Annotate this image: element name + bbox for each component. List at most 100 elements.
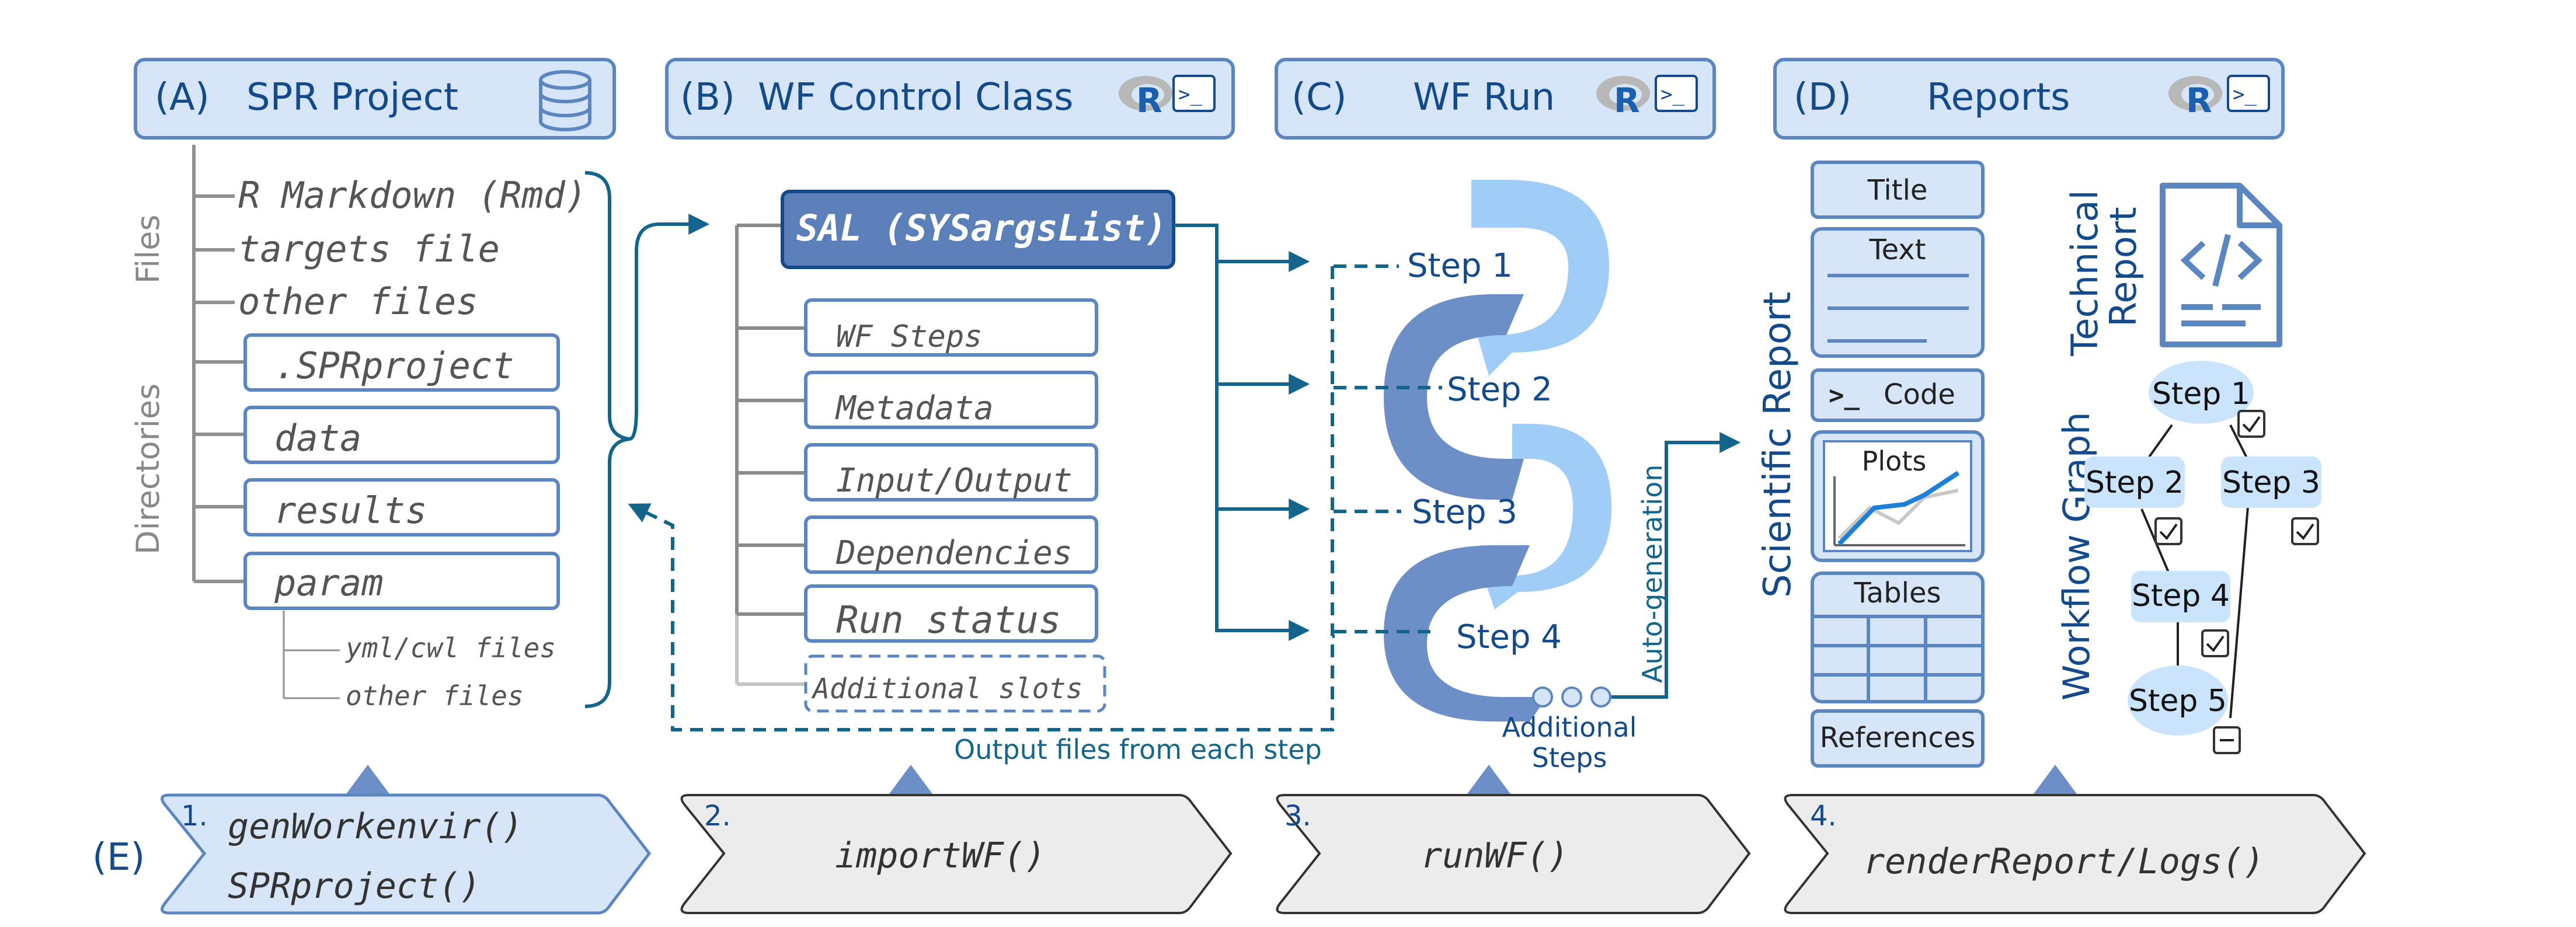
code-document-icon (2160, 183, 2282, 347)
function-step-3[interactable]: 3. runWF() (1276, 794, 1751, 914)
plot-line-blue (1837, 471, 1960, 546)
wf-run-steps: Step 1 Step 2 Step 3 Step 4 Additional S… (1334, 180, 1741, 773)
sci-block-plots: Plots (1862, 445, 1927, 477)
directory-item: results (274, 489, 427, 532)
svg-text:R: R (2186, 81, 2212, 120)
directories-label: Directories (130, 384, 166, 555)
wf-control-tree: SAL (SYSargsList) WF Steps Metadata Inpu… (735, 190, 1175, 713)
additional-steps-dots (1532, 686, 1611, 708)
graph-node (2221, 456, 2321, 508)
graph-node-label: Step 1 (2152, 377, 2250, 412)
pointer-triangle (1465, 765, 1512, 796)
table-grid (1812, 615, 1983, 702)
graph-node-label: Step 4 (2132, 578, 2230, 614)
directory-item: param (274, 562, 384, 604)
file-item: other files (238, 280, 478, 323)
step-shape-light (1483, 424, 1611, 609)
param-sub-item: other files (346, 680, 524, 712)
function-step-1[interactable]: 1. genWorkenvir() SPRproject() (161, 793, 652, 915)
function-name: renderReport/Logs() (1864, 841, 2264, 882)
scientific-report-label: Scientific Report (1756, 292, 1799, 598)
sci-block-tables: Tables (1853, 577, 1941, 609)
r-logo-icon: R (1119, 76, 1172, 120)
step-label: Step 2 (1447, 371, 1552, 409)
graph-node-label: Step 3 (2222, 465, 2320, 500)
database-icon (539, 70, 591, 131)
function-step-number: 2. (704, 800, 731, 832)
checkbox-checked-icon (2154, 517, 2182, 545)
plot-line-gray (1837, 489, 1959, 540)
pointer-triangle (2032, 765, 2079, 796)
file-item: targets file (238, 228, 500, 270)
header-b-title: WF Control Class (758, 76, 1074, 119)
workflow-graph: Workflow Graph Step 1 Step 2 Step 3 Step… (2055, 361, 2321, 754)
graph-node (2131, 571, 2230, 622)
sal-slot: Run status (836, 599, 1061, 642)
sci-block-references: References (1820, 722, 1976, 754)
header-spr-project: (A) SPR Project (134, 58, 616, 140)
technical-report-label: Technical (2063, 190, 2106, 357)
function-name: genWorkenvir() (228, 806, 523, 847)
r-logo-icon: R (1596, 76, 1650, 120)
output-files-feedback-arrow (632, 266, 1335, 731)
auto-generation-label: Auto-generation (1637, 465, 1668, 683)
function-row-label: (E) (92, 836, 145, 879)
sal-box (781, 190, 1175, 269)
graph-node (2149, 361, 2254, 424)
function-name: runWF() (1421, 835, 1569, 876)
file-item: R Markdown (Rmd) (238, 174, 587, 217)
header-c-title: WF Run (1413, 76, 1555, 119)
project-brace (584, 171, 630, 708)
sal-label: SAL (SYSargsList) (796, 207, 1167, 249)
additional-steps-label: Steps (1532, 742, 1607, 773)
checkbox-pending-icon (2213, 726, 2241, 754)
terminal-icon: >_ (2227, 75, 2270, 112)
step-label: Step 4 (1456, 618, 1562, 656)
graph-node (2084, 456, 2185, 508)
sal-to-steps-arrows (1174, 224, 1310, 641)
files-label: Files (130, 215, 166, 284)
function-step-number: 1. (181, 800, 208, 832)
directory-item: .SPRproject (274, 344, 514, 387)
header-wf-control-class: (B) WF Control Class R >_ (665, 58, 1235, 140)
sci-block-title: Title (1867, 174, 1928, 207)
header-d-prefix: (D) (1794, 76, 1851, 119)
directory-item: data (274, 417, 361, 459)
graph-node-label: Step 5 (2129, 684, 2227, 719)
step-shape-dark (1384, 545, 1547, 722)
graph-node (2128, 665, 2228, 736)
sal-slot: WF Steps (836, 319, 982, 354)
step-shape-light (1471, 180, 1609, 376)
checkbox-checked-icon (2201, 629, 2229, 657)
sal-slot: Input/Output (836, 462, 1073, 500)
output-files-label: Output files from each step (954, 734, 1322, 765)
checkbox-checked-icon (2237, 410, 2265, 438)
header-wf-run: (C) WF Run R >_ (1275, 58, 1716, 140)
header-b-prefix: (B) (680, 76, 735, 119)
terminal-icon: >_ (1655, 75, 1698, 112)
step-shape-dark (1384, 294, 1524, 500)
function-step-4[interactable]: 4. renderReport/Logs() (1784, 794, 2366, 914)
svg-text:>_: >_ (2233, 83, 2257, 106)
spr-project-tree: Files Directories R Markdown (Rmd) targe… (130, 145, 630, 712)
param-sub-item: yml/cwl files (345, 632, 556, 664)
header-d-title: Reports (1927, 76, 2070, 119)
header-reports: (D) Reports R >_ (1773, 58, 2285, 140)
step-label: Step 3 (1412, 493, 1517, 531)
technical-report-label: Report (2102, 207, 2145, 327)
function-row: (E) 1. genWorkenvir() SPRproject() 2. im… (92, 765, 2366, 915)
sal-slot: Dependencies (836, 534, 1073, 572)
function-step-number: 4. (1810, 800, 1837, 832)
step-label: Step 1 (1407, 247, 1513, 285)
sal-slot: Metadata (835, 389, 994, 427)
terminal-icon: >_ (1172, 75, 1216, 112)
function-step-2[interactable]: 2. importWF() (680, 794, 1233, 914)
sci-block-code: Code (1884, 378, 1955, 411)
svg-text:>_: >_ (1661, 83, 1684, 106)
function-step-number: 3. (1284, 800, 1311, 832)
r-logo-icon: R (2168, 76, 2222, 120)
pointer-triangle (887, 765, 934, 796)
sci-block-text: Text (1868, 234, 1926, 266)
auto-generation-arrow (1611, 432, 1741, 699)
